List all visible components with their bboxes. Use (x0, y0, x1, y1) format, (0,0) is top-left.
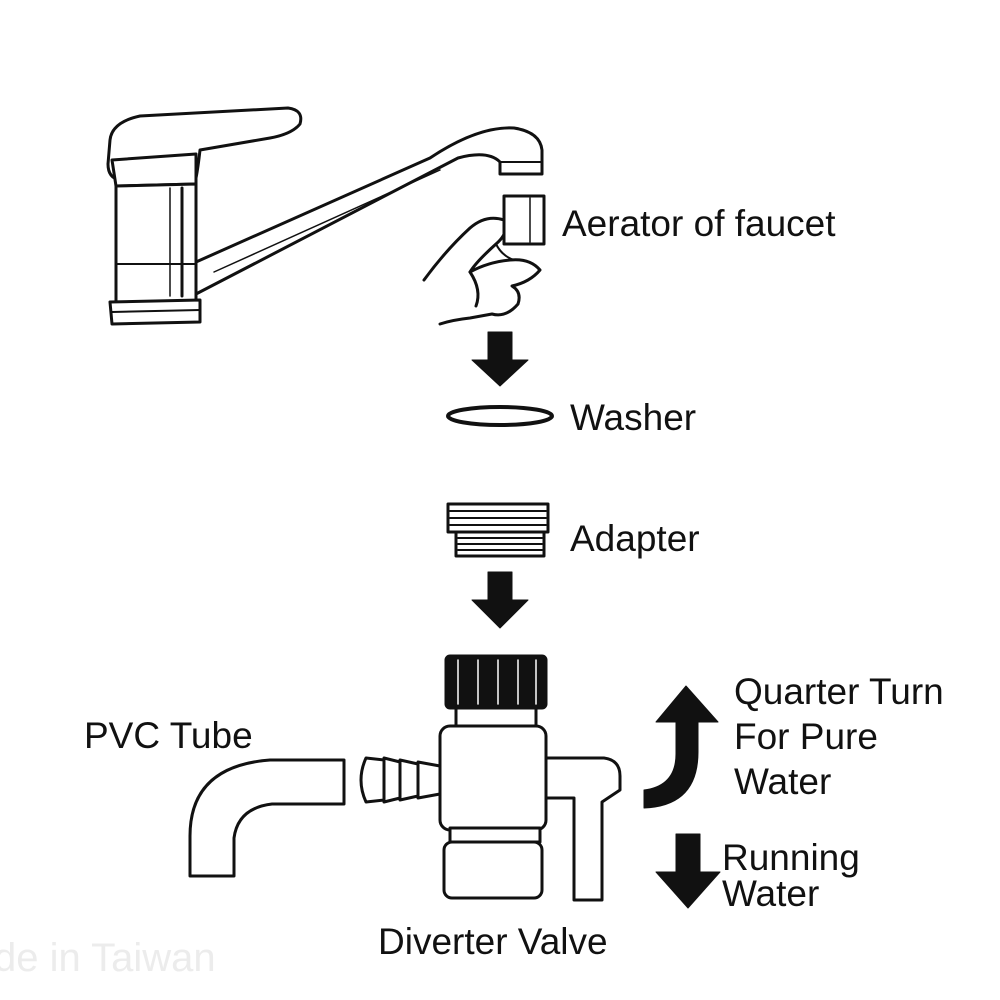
aerator-label: Aerator of faucet (562, 203, 836, 244)
diverter-valve-label: Diverter Valve (378, 921, 608, 962)
down-arrow-icon (471, 331, 529, 387)
faucet-illustration (106, 106, 544, 326)
watermark: de in Taiwan (0, 936, 216, 980)
adapter-label: Adapter (570, 518, 700, 559)
curved-up-arrow-icon (643, 685, 719, 809)
washer-label: Washer (570, 397, 697, 438)
diverter-valve-illustration (359, 654, 622, 902)
hand-illustration (422, 216, 542, 326)
quarter-turn-label-line1: Quarter Turn (734, 671, 944, 712)
running-water-label-line1: Running (722, 837, 860, 878)
down-arrow-icon (471, 571, 529, 629)
pvc-tube-illustration (188, 758, 346, 878)
pvc-tube-label: PVC Tube (84, 715, 253, 756)
washer-illustration (446, 405, 554, 427)
adapter-illustration (446, 502, 550, 558)
running-water-label-line2: Water (722, 873, 820, 914)
quarter-turn-label-line3: Water (734, 761, 832, 802)
aerator-illustration (502, 194, 546, 246)
down-arrow-icon (655, 833, 721, 909)
quarter-turn-label-line2: For Pure (734, 716, 878, 757)
